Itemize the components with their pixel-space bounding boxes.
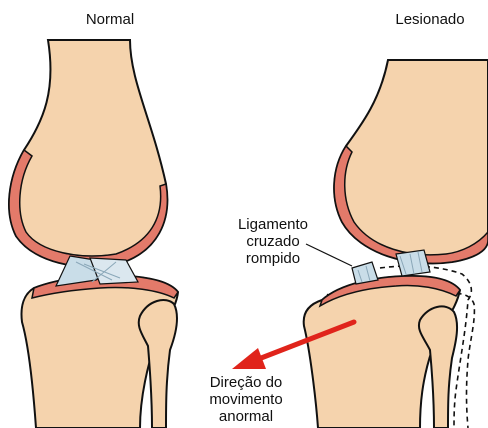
injured-ligament-stump-lower — [352, 262, 378, 284]
abnormal-direction-label-line-3: anormal — [194, 408, 298, 425]
normal-femur — [9, 40, 167, 267]
normal-title: Normal — [60, 11, 160, 28]
torn-ligament-label-line-2: cruzado — [214, 233, 332, 250]
torn-ligament-label-line-1: Ligamento — [214, 216, 332, 233]
abnormal-direction-label-line-1: Direção do — [194, 374, 298, 391]
abnormal-direction-label-line-2: movimento — [194, 391, 298, 408]
abnormal-direction-label: Direção do movimento anormal — [194, 374, 298, 425]
injured-ligament-stump-upper — [396, 250, 430, 276]
movement-arrow-head — [232, 348, 266, 369]
torn-ligament-label: Ligamento cruzado rompido — [214, 216, 332, 267]
injured-title: Lesionado — [376, 11, 484, 28]
normal-knee — [9, 40, 178, 428]
torn-ligament-label-line-3: rompido — [214, 250, 332, 267]
